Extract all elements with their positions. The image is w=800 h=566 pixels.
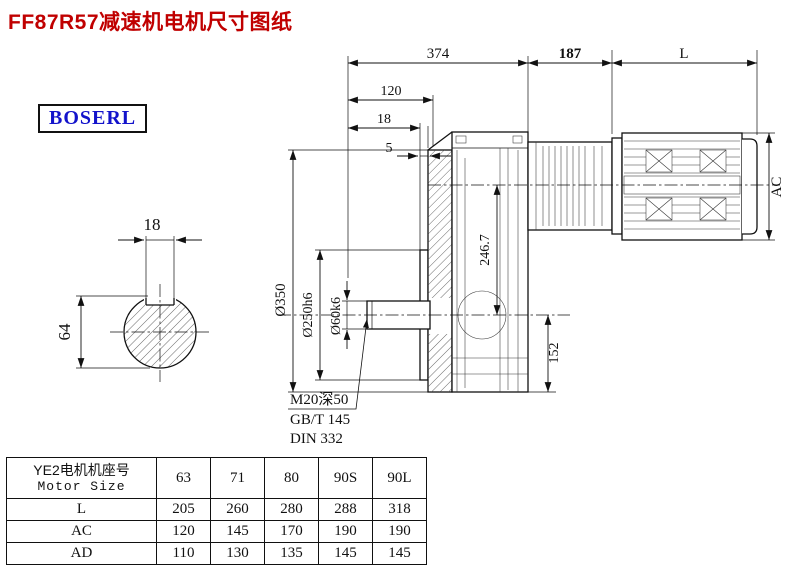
row-label-AD: AD bbox=[6, 542, 157, 565]
page-title: FF87R57减速机电机尺寸图纸 bbox=[8, 11, 293, 34]
dim-152-label: 152 bbox=[547, 343, 562, 364]
row-label-L: L bbox=[6, 498, 157, 521]
note-din-label: DIN 332 bbox=[290, 431, 343, 447]
dim-AC-label: AC bbox=[769, 177, 785, 198]
boserl-logo: BOSERL bbox=[38, 104, 148, 133]
col-header-90L: 90L bbox=[372, 457, 427, 499]
table-row-AC: AC 120 145 170 190 190 bbox=[6, 520, 427, 543]
cell-AD-90S: 145 bbox=[318, 542, 373, 565]
m20-leader-line bbox=[288, 318, 369, 410]
cell-AC-63: 120 bbox=[156, 520, 211, 543]
gearbox-flange bbox=[419, 149, 453, 393]
col-header-71: 71 bbox=[210, 457, 265, 499]
dim-key-18-label: 18 bbox=[144, 215, 161, 234]
dim-5-label: 5 bbox=[386, 141, 393, 156]
cell-AC-80: 170 bbox=[264, 520, 319, 543]
dim-246-7-label: 246.7 bbox=[478, 234, 493, 266]
col-header-90S: 90S bbox=[318, 457, 373, 499]
gearbox-housing bbox=[427, 131, 529, 393]
col-header-80: 80 bbox=[264, 457, 319, 499]
motor-winding-sections bbox=[645, 149, 727, 221]
dim-120-label: 120 bbox=[381, 84, 402, 99]
extension-lines bbox=[76, 50, 775, 393]
cell-L-71: 260 bbox=[210, 498, 265, 521]
cell-L-80: 280 bbox=[264, 498, 319, 521]
header-cn: YE2电机机座号 bbox=[33, 462, 130, 478]
cell-AD-90L: 145 bbox=[372, 542, 427, 565]
motor-size-table: YE2电机机座号 Motor Size 63 71 80 90S 90L L 2… bbox=[6, 457, 427, 565]
motor-size-header-cell: YE2电机机座号 Motor Size bbox=[6, 457, 157, 499]
col-header-63: 63 bbox=[156, 457, 211, 499]
cell-AD-80: 135 bbox=[264, 542, 319, 565]
row-label-AC: AC bbox=[6, 520, 157, 543]
centerlines bbox=[110, 184, 780, 382]
dim-d350-label: Ø350 bbox=[273, 283, 289, 316]
dimension-lines bbox=[77, 59, 773, 410]
table-header-row: YE2电机机座号 Motor Size 63 71 80 90S 90L bbox=[6, 457, 427, 499]
cell-AC-71: 145 bbox=[210, 520, 265, 543]
dim-374-label: 374 bbox=[427, 46, 450, 62]
dim-18-top-label: 18 bbox=[377, 112, 391, 127]
motor bbox=[611, 132, 758, 241]
note-m20-label: M20深50 bbox=[290, 391, 348, 408]
input-adapter bbox=[527, 141, 613, 231]
dim-d60-label: Ø60k6 bbox=[329, 297, 344, 335]
dim-d250-label: Ø250h6 bbox=[301, 292, 316, 337]
note-gbt-label: GB/T 145 bbox=[290, 412, 350, 428]
dim-64-label: 64 bbox=[55, 323, 74, 341]
dim-L-label: L bbox=[679, 46, 688, 62]
cell-L-63: 205 bbox=[156, 498, 211, 521]
cell-AD-63: 110 bbox=[156, 542, 211, 565]
table-row-AD: AD 110 130 135 145 145 bbox=[6, 542, 427, 565]
header-en: Motor Size bbox=[37, 479, 126, 494]
cell-AD-71: 130 bbox=[210, 542, 265, 565]
cell-AC-90L: 190 bbox=[372, 520, 427, 543]
dim-187-label: 187 bbox=[559, 46, 582, 62]
table-row-L: L 205 260 280 288 318 bbox=[6, 498, 427, 521]
cell-AC-90S: 190 bbox=[318, 520, 373, 543]
cell-L-90L: 318 bbox=[372, 498, 427, 521]
cell-L-90S: 288 bbox=[318, 498, 373, 521]
